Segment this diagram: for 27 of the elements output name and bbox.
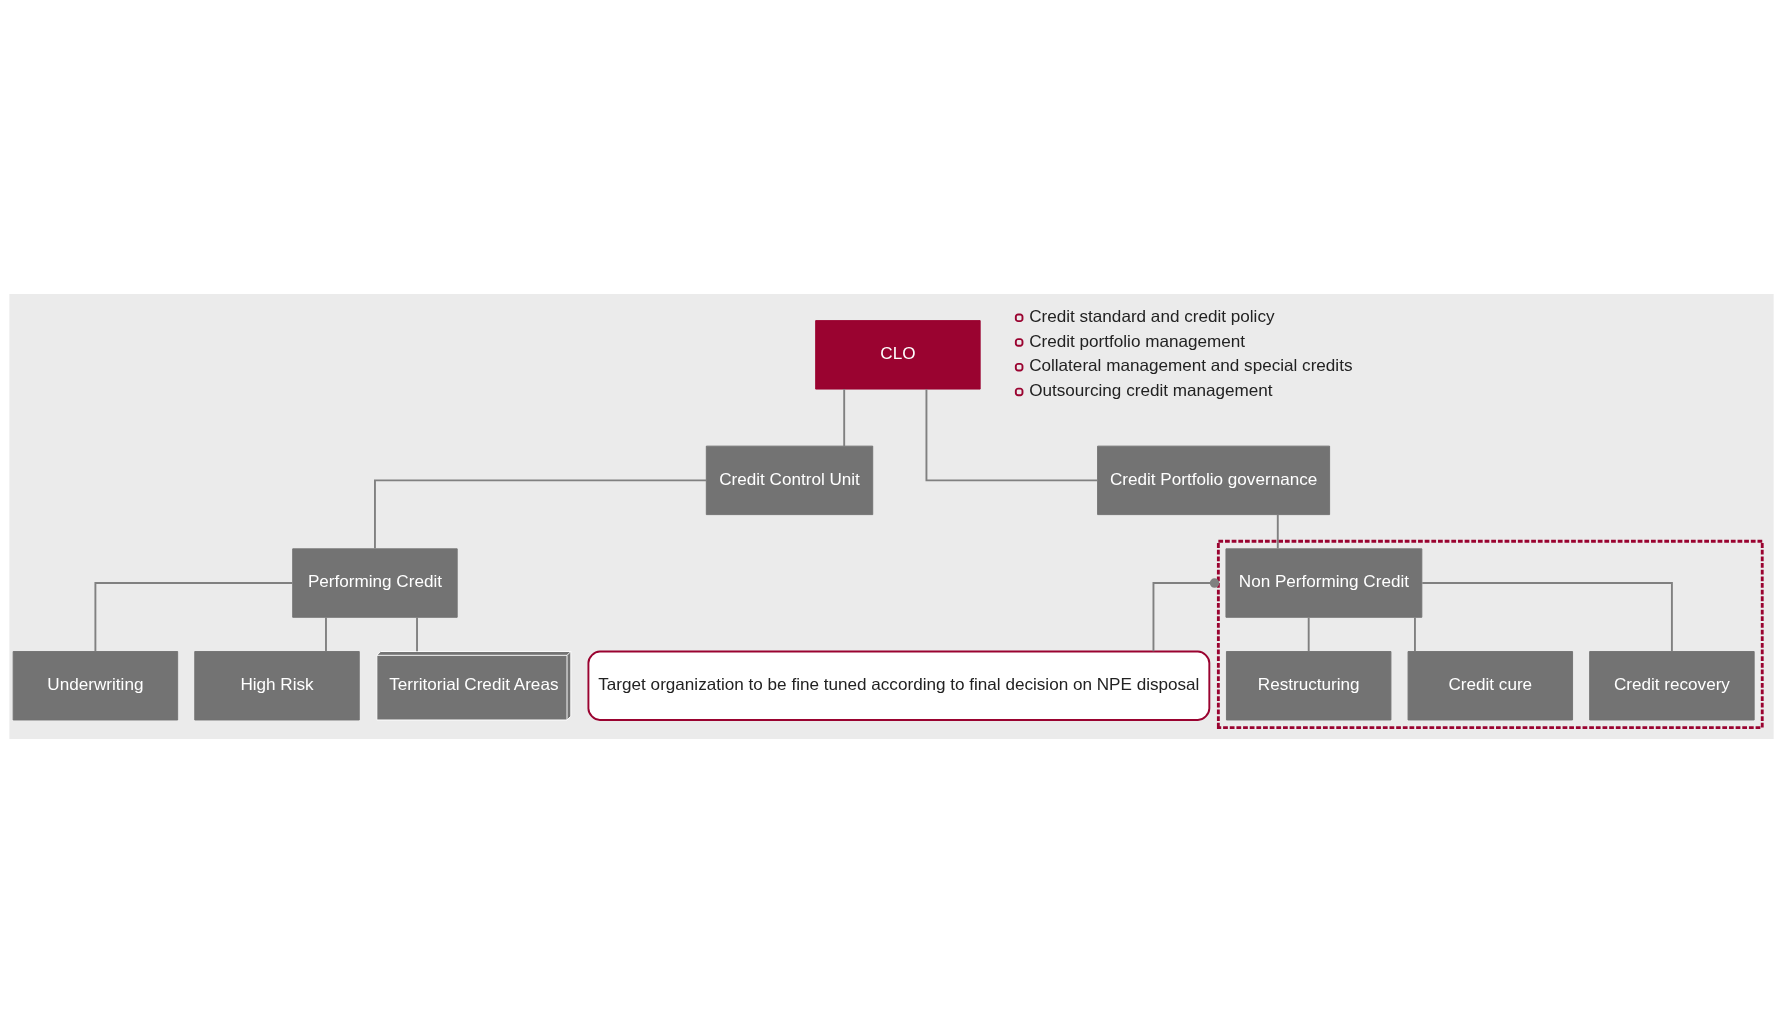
node-box: High Risk bbox=[194, 650, 360, 720]
connector bbox=[1414, 616, 1416, 652]
connector bbox=[1421, 581, 1673, 652]
node-box: Non Performing Credit bbox=[1225, 547, 1423, 618]
connector bbox=[1276, 513, 1279, 549]
label: Collateral management and special credits bbox=[1029, 355, 1353, 375]
node-box: Credit Control Unit bbox=[705, 445, 874, 515]
node-box: Target organization to be fine tuned according to final decision on NPE disposal bbox=[587, 650, 1211, 721]
connector bbox=[843, 387, 846, 447]
connector bbox=[416, 616, 418, 652]
connector bbox=[1307, 616, 1310, 652]
label: Outsourcing credit management bbox=[1029, 380, 1273, 400]
connector bbox=[325, 616, 327, 652]
label: Credit portfolio management bbox=[1029, 331, 1246, 351]
node-box: Restructuring bbox=[1225, 650, 1392, 720]
connector bbox=[374, 478, 708, 550]
connector bbox=[925, 387, 1099, 481]
node-box: Credit cure bbox=[1407, 650, 1574, 720]
node-box: CLO bbox=[815, 319, 981, 390]
cluster bbox=[1216, 539, 1764, 729]
node-box: Performing Credit bbox=[292, 547, 458, 618]
label: Credit standard and credit policy bbox=[1029, 306, 1275, 326]
connector bbox=[94, 581, 294, 652]
node-box: Credit Portfolio governance bbox=[1097, 445, 1331, 515]
connector bbox=[1152, 577, 1220, 652]
node-box: Underwriting bbox=[12, 650, 179, 720]
node-box: Credit recovery bbox=[1589, 650, 1755, 720]
